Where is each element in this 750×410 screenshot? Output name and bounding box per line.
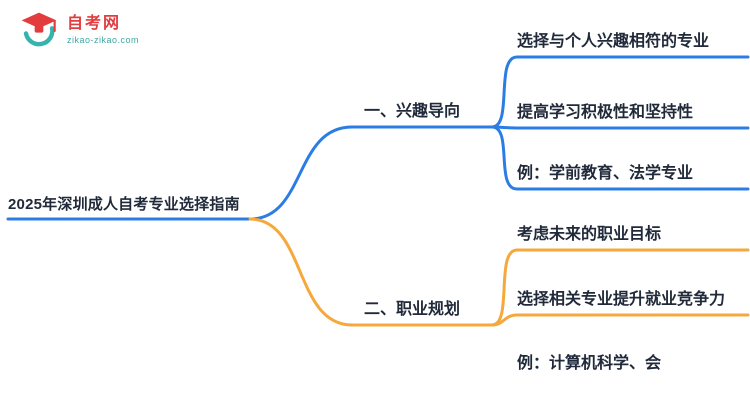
graduation-cap-icon xyxy=(21,12,57,47)
root-node-label: 2025年深圳成人自考专业选择指南 xyxy=(8,196,240,213)
logo-subtitle: zikao-zikao.com xyxy=(67,34,140,45)
logo-title: 自考网 xyxy=(67,15,122,33)
branch1-label: 一、兴趣导向 xyxy=(364,103,461,120)
branch1-to-leaf1-connector xyxy=(490,55,750,129)
branch2-leaf1-label: 考虑未来的职业目标 xyxy=(517,226,662,243)
branch1-leaf1-label: 选择与个人兴趣相符的专业 xyxy=(517,33,710,50)
branch2-leaf3-label: 例：计算机科学、会 xyxy=(517,355,662,372)
logo-text-block: 自考网 zikao-zikao.com xyxy=(67,15,139,45)
branch2-to-leaf1-connector xyxy=(490,248,750,327)
root-to-branch2-connector xyxy=(248,217,354,327)
branch2-label: 二、职业规划 xyxy=(364,301,461,318)
branch1-to-leaf3-connector xyxy=(490,125,750,191)
branch1-leaf3-label: 例：学前教育、法学专业 xyxy=(517,165,694,182)
branch2-to-leaf2-connector xyxy=(490,313,750,327)
root-to-branch1-connector xyxy=(248,125,354,221)
branch2-leaf2-label: 选择相关专业提升就业竞争力 xyxy=(517,291,726,308)
branch1-to-leaf2-connector xyxy=(490,125,750,130)
site-logo: 自考网 zikao-zikao.com xyxy=(18,10,139,50)
branch1-leaf2-label: 提高学习积极性和坚持性 xyxy=(517,104,694,121)
